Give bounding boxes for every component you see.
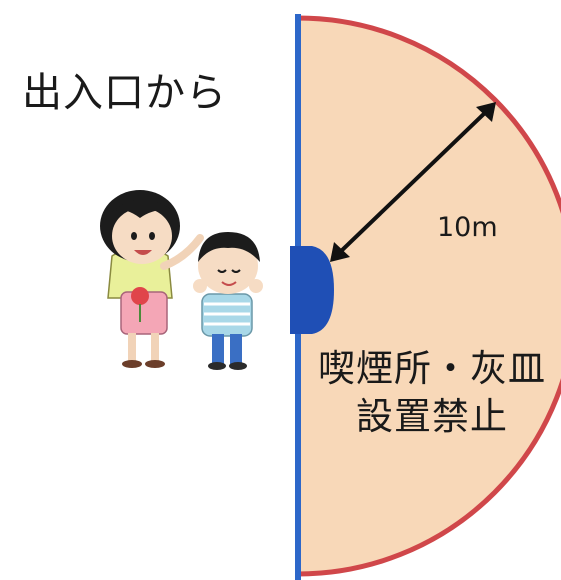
mother-and-child-illustration (100, 190, 263, 370)
child-figure-icon (193, 232, 263, 370)
prohibition-notice: 喫煙所・灰皿 設置禁止 (303, 345, 561, 441)
mother-figure-icon (100, 190, 204, 368)
entrance-door-icon (290, 246, 334, 334)
entrance-label: 出入口から (22, 70, 227, 116)
prohibition-line-2: 設置禁止 (356, 395, 508, 438)
radius-arrow-icon (330, 102, 496, 262)
no-smoking-zone-area (295, 15, 561, 577)
prohibition-line-1: 喫煙所・灰皿 (318, 347, 546, 390)
radius-distance-label: 10m (437, 212, 498, 243)
